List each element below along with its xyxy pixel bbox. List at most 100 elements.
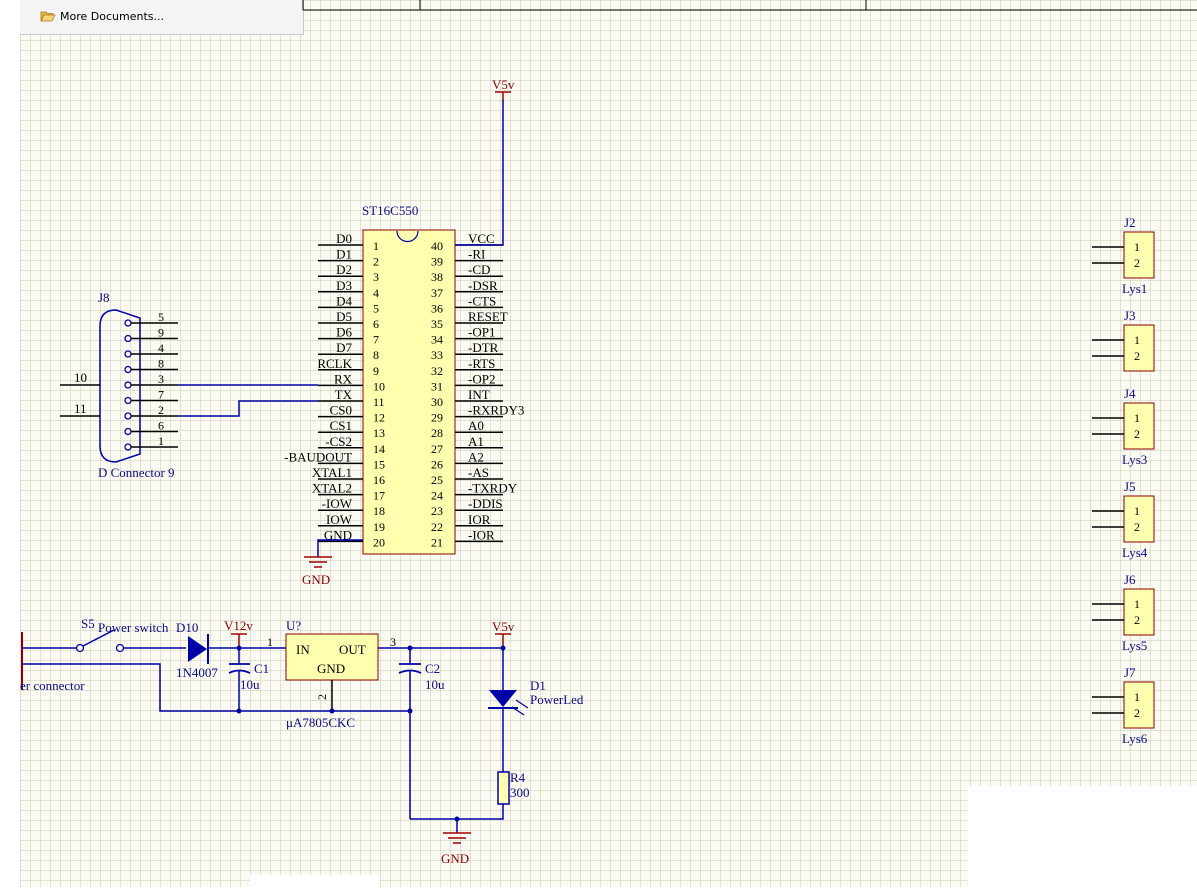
capacitor-c1[interactable]: C1 10u <box>228 648 269 711</box>
reg-gnd: GND <box>317 661 345 676</box>
reg-pin-gnd: 2 <box>315 694 329 700</box>
diode-name: 1N4007 <box>176 665 218 680</box>
uart-pin-number: 32 <box>431 364 443 378</box>
uart-pin-38[interactable]: -CD 38 <box>431 262 503 284</box>
voltage-regulator[interactable]: U? IN OUT GND 1 3 2 μA7805CKC <box>267 618 396 730</box>
uart-pin-name: D5 <box>336 309 352 324</box>
vcc-wire[interactable] <box>455 100 504 246</box>
gnd-port-bottom[interactable]: GND <box>441 819 471 866</box>
power-supply-section: er connector S5 Power switch D10 1N4007 … <box>20 616 584 866</box>
dconn-pin-number: 7 <box>158 388 164 402</box>
reg-pin-out: 3 <box>390 635 396 649</box>
uart-notch <box>396 230 419 243</box>
uart-pin-name: A2 <box>468 449 484 464</box>
dconn-pin-4[interactable]: 4 <box>124 341 178 358</box>
gnd-wire-mcu[interactable] <box>317 539 363 557</box>
power-led[interactable]: D1 PowerLed <box>488 648 584 772</box>
uart-pin-name: D1 <box>336 247 352 262</box>
v5v-bottom-port[interactable]: V5v <box>492 619 515 648</box>
resistor-r4[interactable]: R4 300 <box>410 770 530 820</box>
v12v-label: V12v <box>224 618 253 633</box>
uart-pin-number: 21 <box>431 535 443 549</box>
uart-pin-number: 38 <box>431 270 443 284</box>
dconn-pin-2[interactable]: 2 <box>124 403 178 420</box>
dconn-pin-1[interactable]: 1 <box>124 434 178 451</box>
sheet-zone-borders <box>302 0 1197 11</box>
header-designator: J3 <box>1124 308 1136 323</box>
diode-d10[interactable]: D10 1N4007 <box>176 620 218 680</box>
uart-pin-number: 20 <box>373 535 385 549</box>
capacitor-c2[interactable]: C2 10u <box>398 648 445 819</box>
dconn-pin-5[interactable]: 5 <box>124 310 178 327</box>
uart-pin-name: -DSR <box>468 278 498 293</box>
uart-pin-number: 9 <box>373 364 379 378</box>
tx-wire[interactable] <box>178 400 318 417</box>
unused-area <box>968 786 1197 895</box>
dconn-pin-6[interactable]: 6 <box>124 419 178 436</box>
more-documents-menu-item[interactable]: More Documents... <box>40 7 164 25</box>
dconn-pin-8[interactable]: 8 <box>124 357 178 374</box>
uart-pin-name: -CD <box>468 262 490 277</box>
uart-pin-name: -AS <box>468 465 489 480</box>
uart-pin-number: 13 <box>373 426 385 440</box>
gnd-port-mcu[interactable]: GND <box>302 539 363 587</box>
power-switch[interactable]: S5 Power switch <box>75 616 169 653</box>
dconn-pin-9[interactable]: 9 <box>124 326 178 343</box>
header-name: Lys6 <box>1122 731 1148 746</box>
dconn-pin-3[interactable]: 3 <box>124 372 178 389</box>
documents-menu-panel: More Documents... <box>20 0 304 35</box>
schematic-sheet[interactable] <box>20 0 1197 887</box>
uart-pin-number: 17 <box>373 489 385 503</box>
v12v-port[interactable]: V12v <box>224 618 253 648</box>
header-designator: J7 <box>1124 665 1136 680</box>
dconn-pin-7[interactable]: 7 <box>124 388 178 405</box>
v5v-top-port[interactable]: V5v <box>492 77 515 100</box>
